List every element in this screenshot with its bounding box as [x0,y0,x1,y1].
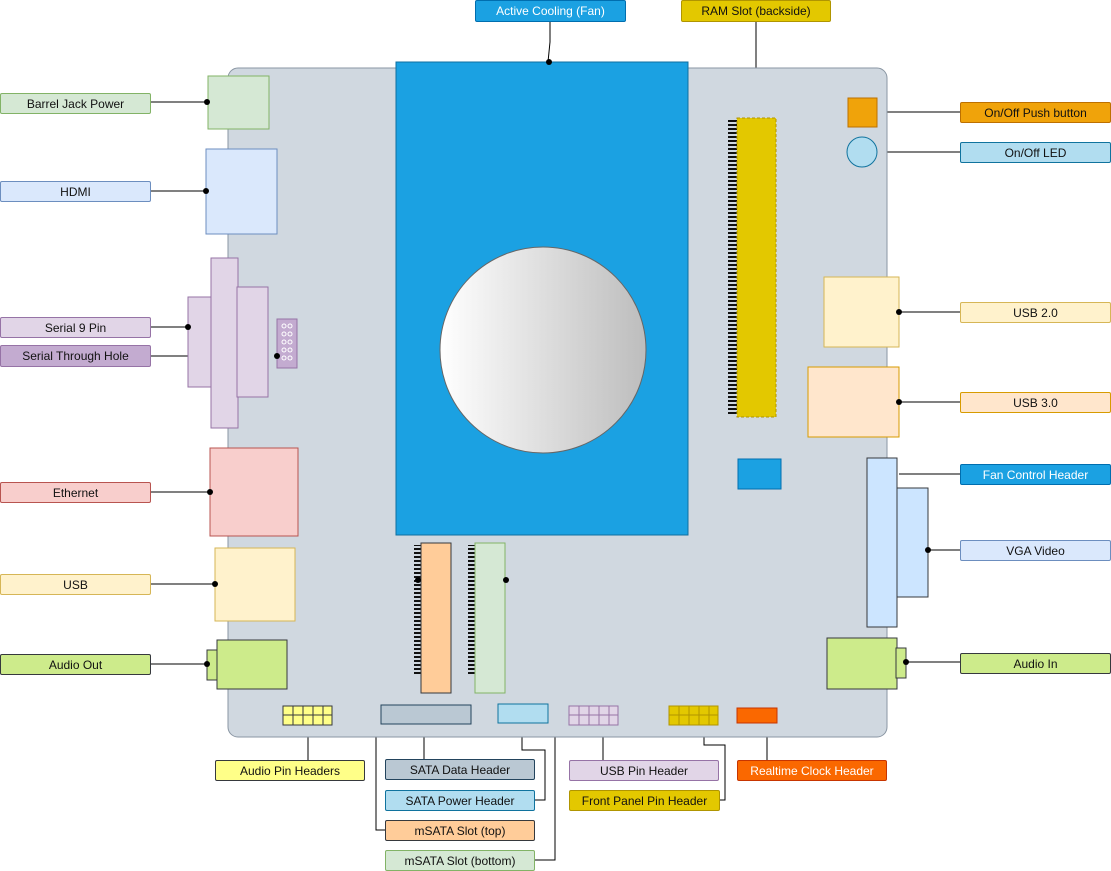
ram-pins [728,118,738,416]
serial-9pin-body [210,257,239,429]
label-rtc-header: Realtime Clock Header [737,760,887,781]
label-audio-out: Audio Out [0,654,151,675]
msata-bottom-slot [474,542,506,694]
label-usb2: USB 2.0 [960,302,1111,323]
msata-top-slot [420,542,452,694]
label-active-cooling: Active Cooling (Fan) [475,0,626,22]
msata-top-pins [414,545,421,675]
label-msata-top: mSATA Slot (top) [385,820,535,841]
audio-in-port [826,637,898,690]
fan-disc [439,246,647,454]
label-audio-in: Audio In [960,653,1111,674]
label-onoff-led: On/Off LED [960,142,1111,163]
label-serial-through-hole: Serial Through Hole [0,345,151,367]
connector-dots [185,59,931,667]
label-ethernet: Ethernet [0,482,151,503]
label-hdmi: HDMI [0,181,151,202]
label-barrel-jack: Barrel Jack Power [0,93,151,114]
label-audio-pin-headers: Audio Pin Headers [215,760,365,781]
serial-through-hole [276,318,298,369]
fan-control-header [737,458,782,490]
msata-bottom-pins [468,545,475,675]
label-vga: VGA Video [960,540,1111,561]
label-msata-bottom: mSATA Slot (bottom) [385,850,535,871]
ethernet-port [209,447,299,537]
label-ram-slot: RAM Slot (backside) [681,0,831,22]
label-sata-power: SATA Power Header [385,790,535,811]
sata-power-header [497,703,549,724]
audio-pin-headers [282,705,333,726]
label-sata-data: SATA Data Header [385,759,535,780]
audio-out-port [216,639,288,690]
vga-shell [896,487,929,598]
serial-9pin-shell [187,296,213,388]
label-front-panel: Front Panel Pin Header [569,790,720,811]
label-fan-control: Fan Control Header [960,464,1111,485]
barrel-jack [207,75,270,130]
label-serial-9pin: Serial 9 Pin [0,317,151,338]
label-usb: USB [0,574,151,595]
usb2-port [823,276,900,348]
hdmi-port [205,148,278,235]
realtime-clock-header [736,707,778,724]
usb3-port [807,366,900,438]
front-panel-header [668,705,719,726]
vga-body [866,457,898,628]
label-usb3: USB 3.0 [960,392,1111,413]
serial-holes [281,323,293,361]
usb-pin-header [568,705,619,726]
label-usb-pin-header: USB Pin Header [569,760,719,781]
label-onoff-button: On/Off Push button [960,102,1111,123]
onoff-led [846,136,878,168]
onoff-button [847,97,878,128]
ram-slot [736,117,777,418]
sata-data-header [380,704,472,725]
usb-port [214,547,296,622]
serial-9pin-inner [236,286,269,398]
